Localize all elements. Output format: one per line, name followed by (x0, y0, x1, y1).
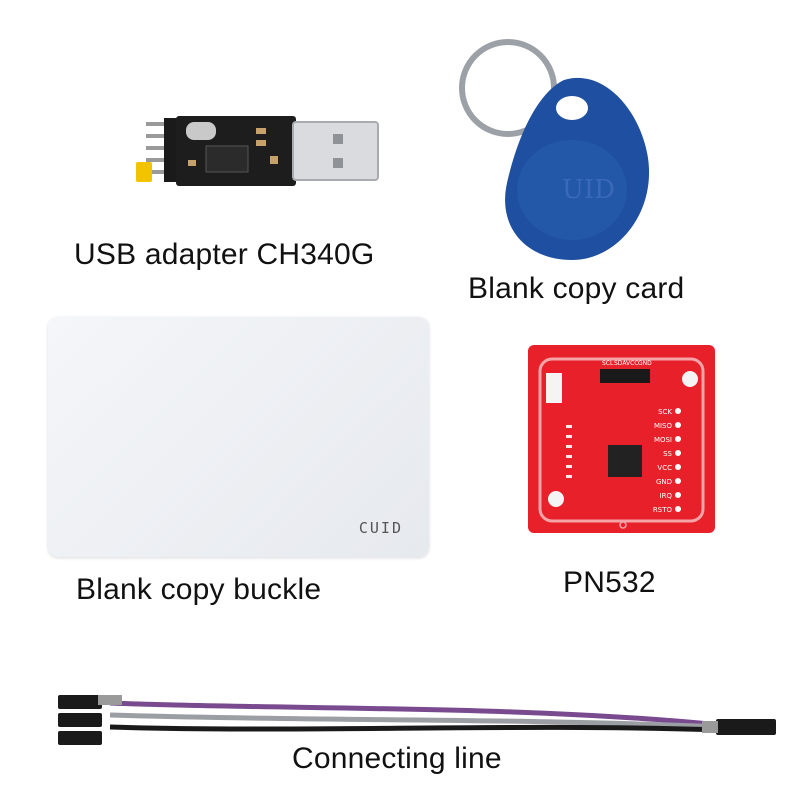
usb-adapter-ch340g-image (136, 116, 379, 186)
left-connectors (58, 695, 122, 745)
top-pin-labels: SCL SDA VCC GND (602, 360, 652, 367)
right-pin-labels: SCK MISO MOSI SS VCC GND IRQ RSTO (653, 408, 673, 514)
connecting-line-label: Connecting line (292, 742, 502, 775)
svg-text:MOSI: MOSI (654, 436, 672, 444)
blank-copy-buckle-card-image: CUID (48, 317, 429, 557)
svg-text:SS: SS (663, 450, 672, 458)
svg-text:SCL: SCL (602, 360, 614, 367)
keyfob-print: UID (562, 175, 615, 205)
pn532-chip (608, 445, 642, 477)
svg-text:VCC: VCC (657, 464, 672, 472)
blank-copy-card-keyfob-image: UID (459, 39, 650, 260)
connecting-line-cable-image (58, 695, 776, 745)
top-header (600, 369, 650, 383)
svg-text:MISO: MISO (654, 422, 673, 430)
svg-text:SCK: SCK (658, 408, 672, 416)
svg-text:VCC: VCC (626, 360, 638, 367)
right-connector (702, 719, 776, 735)
blank-copy-card-label: Blank copy card (468, 272, 685, 305)
svg-text:IRQ: IRQ (660, 492, 673, 500)
usb-adapter-label: USB adapter CH340G (74, 238, 375, 271)
blank-copy-buckle-label: Blank copy buckle (76, 573, 322, 606)
card-print: CUID (358, 519, 403, 537)
pn532-label: PN532 (563, 566, 656, 599)
pn532-board-image: SCL SDA VCC GND SCK MISO MOSI SS VCC GND… (528, 345, 715, 533)
usb-plug (292, 121, 379, 181)
svg-text:GND: GND (638, 360, 652, 367)
svg-text:RSTO: RSTO (653, 506, 673, 514)
svg-text:SDA: SDA (614, 360, 627, 367)
svg-text:GND: GND (656, 478, 672, 486)
header-pins (136, 118, 178, 182)
